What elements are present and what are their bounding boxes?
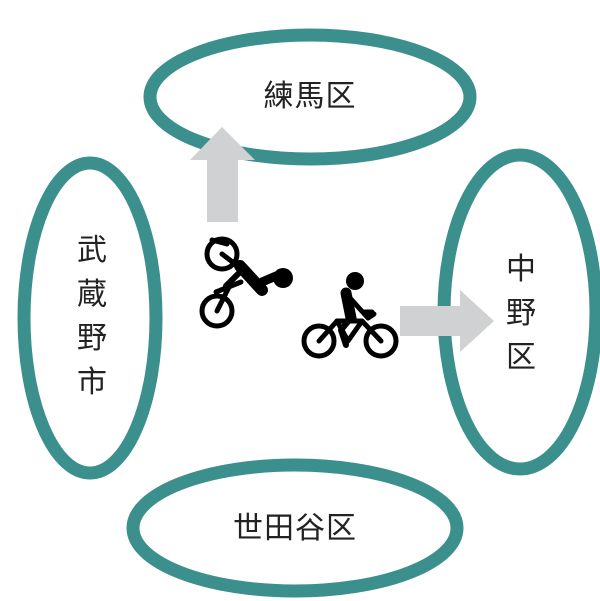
ring-south xyxy=(126,458,464,598)
ring-west xyxy=(17,156,163,480)
cyclist-falling-icon xyxy=(199,236,293,329)
arrow-up-icon xyxy=(190,127,255,222)
ring-north xyxy=(143,28,477,166)
cyclist-riding-icon xyxy=(301,272,399,359)
region-label-north: 練馬区 xyxy=(263,79,357,114)
region-label-south: 世田谷区 xyxy=(233,511,357,546)
region-label-west: 武蔵野市 xyxy=(77,233,107,400)
arrow-right-icon xyxy=(400,290,494,352)
region-label-east: 中野区 xyxy=(506,252,536,375)
